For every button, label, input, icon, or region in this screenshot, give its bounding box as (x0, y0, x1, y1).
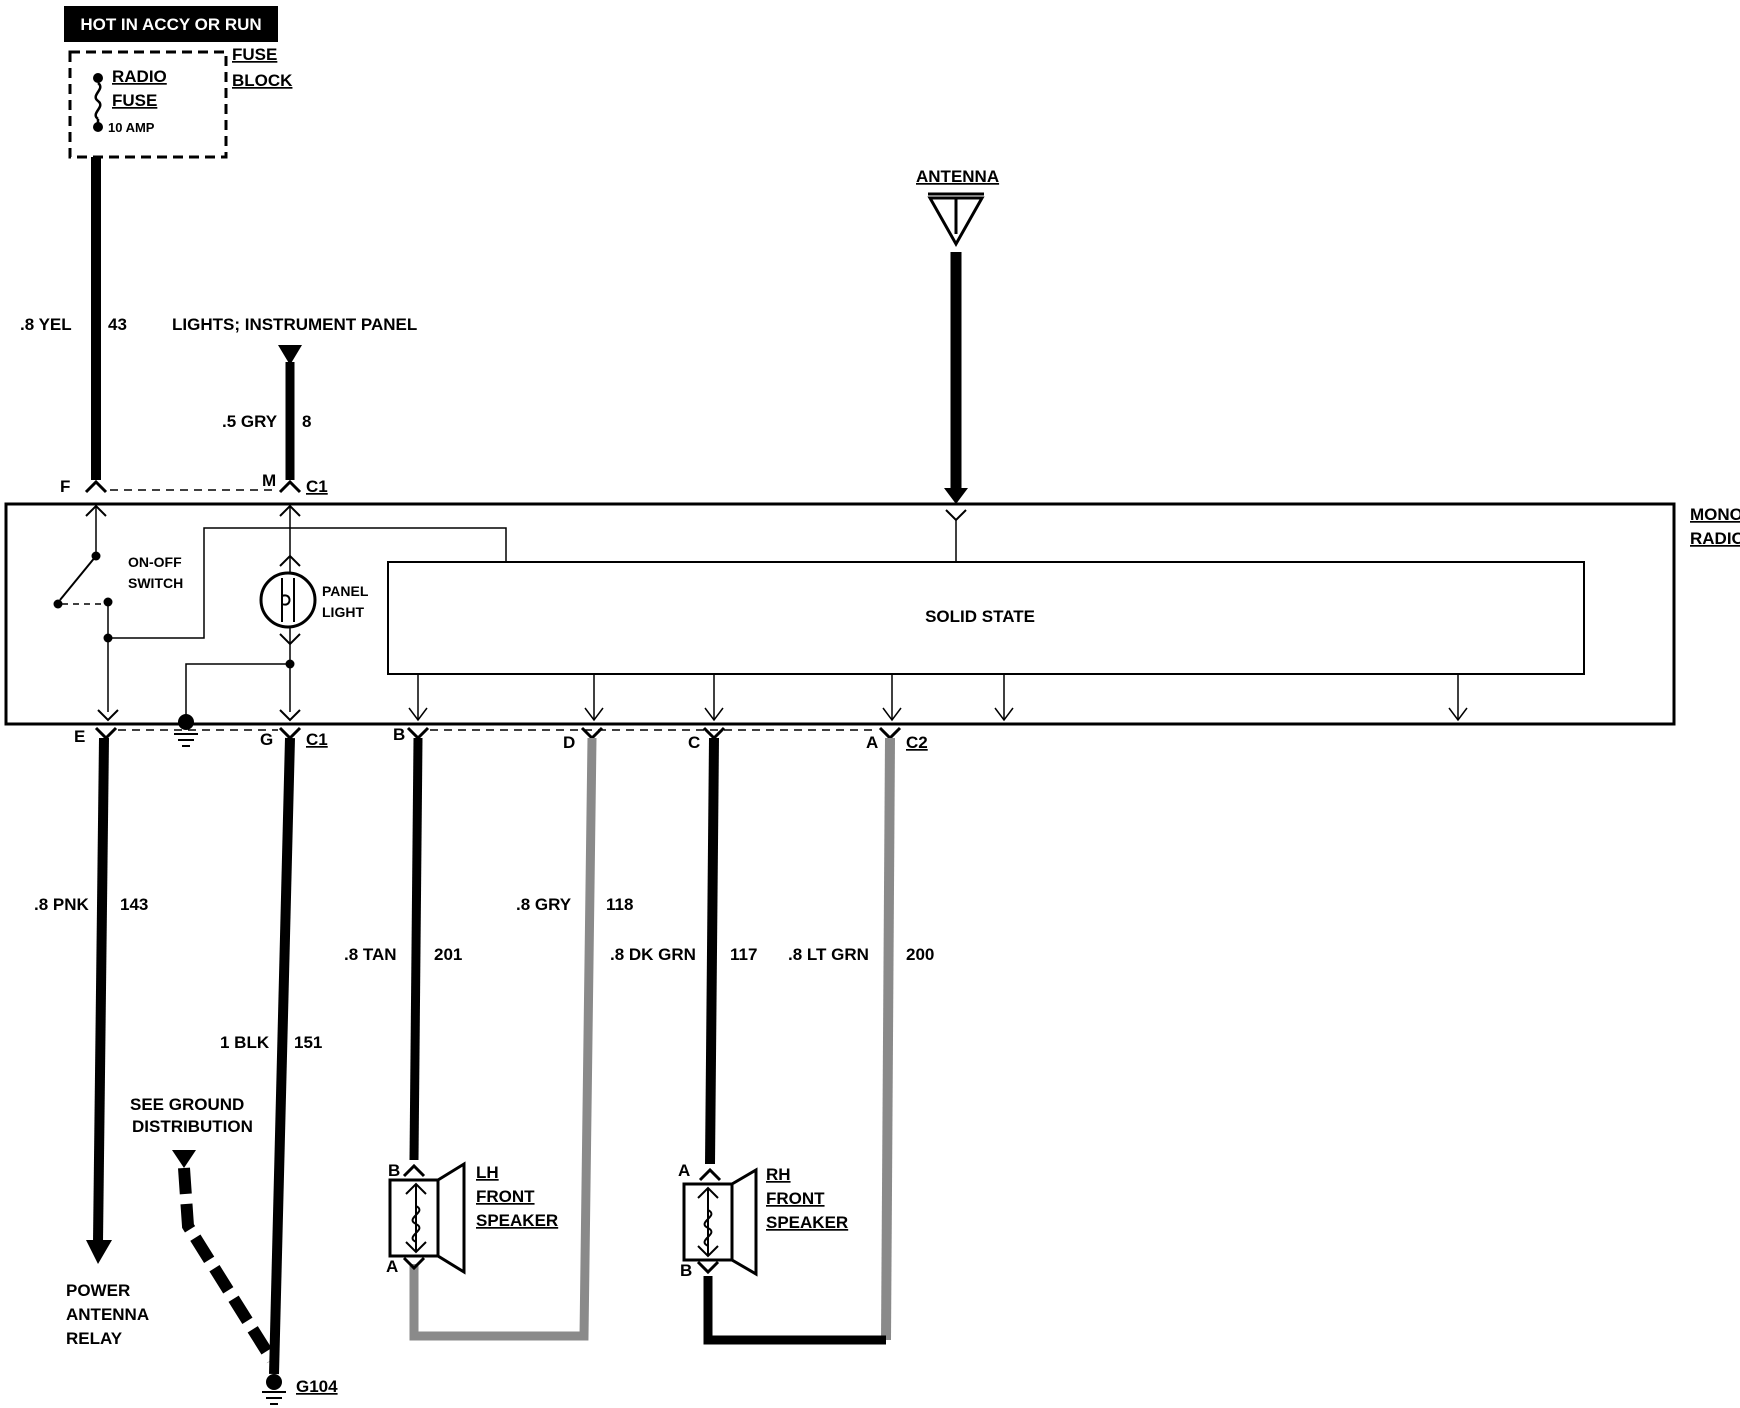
lh-speaker-pin-bottom: A (386, 1257, 398, 1276)
internal-arrow-f (85, 504, 107, 517)
wire-yel-label: .8 YEL (20, 315, 72, 334)
wire-gry-lights-circuit: 8 (302, 412, 311, 431)
internal-arrow-e (97, 709, 119, 722)
lights-source-label: LIGHTS; INSTRUMENT PANEL (172, 315, 417, 334)
power-antenna-relay-line1: POWER (66, 1281, 130, 1300)
solid-state-label: SOLID STATE (925, 607, 1035, 626)
mono-radio-label-line2: RADIO (1690, 529, 1740, 548)
ground-note-arrow-icon (172, 1150, 196, 1168)
power-label: HOT IN ACCY OR RUN (80, 15, 261, 34)
connector-c2 (406, 726, 902, 741)
pin-a-label: A (866, 733, 878, 752)
ground-note-line1: SEE GROUND (130, 1095, 244, 1114)
rh-speaker-label-line2: FRONT (766, 1189, 825, 1208)
on-off-switch-icon (53, 551, 113, 609)
pin-e-label: E (74, 727, 85, 746)
rh-front-speaker-icon (682, 1167, 758, 1277)
fuse-block-label-line1: FUSE (232, 45, 277, 64)
power-antenna-relay-line3: RELAY (66, 1329, 123, 1348)
wire-gry-label: .8 GRY (516, 895, 572, 914)
pin-d-label: D (563, 733, 575, 752)
panel-light-label-line1: PANEL (322, 583, 369, 599)
pin-f-label: F (60, 477, 70, 496)
wire-ltgrn-label: .8 LT GRN (788, 945, 869, 964)
panel-light-arrow-in (279, 554, 301, 567)
wire-ltgrn-circuit: 200 (906, 945, 934, 964)
rh-speaker-pin-bottom: B (680, 1261, 692, 1280)
c1-top-label: C1 (306, 477, 328, 496)
wire-pnk-label: .8 PNK (34, 895, 90, 914)
mono-radio-label-line1: MONO (1690, 505, 1740, 524)
wire-tan (409, 737, 423, 1161)
wire-blk-circuit: 151 (294, 1033, 322, 1052)
fuse-block-label-line2: BLOCK (232, 71, 293, 90)
rh-speaker-label-line1: RH (766, 1165, 791, 1184)
internal-wire-switched (108, 527, 507, 639)
lh-speaker-label-line2: FRONT (476, 1187, 535, 1206)
wire-pnk (93, 737, 109, 1243)
wire-dkgrn-circuit: 117 (730, 945, 757, 964)
lh-speaker-label-line3: SPEAKER (476, 1211, 558, 1230)
pin-b-label: B (393, 725, 405, 744)
c1-bottom-label: C1 (306, 730, 328, 749)
power-label-box (64, 6, 278, 42)
pin-g-label: G (260, 730, 273, 749)
mono-radio-housing (4, 502, 1676, 726)
ground-g104-icon (262, 1374, 286, 1405)
lh-front-speaker-icon (388, 1161, 466, 1275)
on-off-switch-label-line2: SWITCH (128, 575, 183, 591)
connector-c1-top (84, 479, 302, 494)
fuse-block-outline (68, 50, 228, 159)
lh-speaker-label-line1: LH (476, 1163, 499, 1182)
case-ground-icon (174, 714, 198, 747)
pin-m-label: M (262, 471, 276, 490)
internal-arrow-m (279, 504, 301, 517)
wire-gry-circuit: 118 (606, 895, 633, 914)
rh-speaker-label-line3: SPEAKER (766, 1213, 848, 1232)
panel-light-bulb-icon (259, 571, 317, 629)
wire-blk (269, 737, 295, 1375)
wire-blk-label: 1 BLK (220, 1033, 270, 1052)
wire-ltgrn (881, 737, 895, 1341)
radio-fuse-label-line1: RADIO (112, 67, 167, 86)
antenna-label: ANTENNA (916, 167, 999, 186)
wire-yel-circuit: 43 (108, 315, 127, 334)
wire-dkgrn-label: .8 DK GRN (610, 945, 696, 964)
wire-pnk-circuit: 143 (120, 895, 148, 914)
ground-g104-label: G104 (296, 1377, 338, 1396)
panel-light-label-line2: LIGHT (322, 604, 364, 620)
wire-gry-lights-label: .5 GRY (222, 412, 278, 431)
radio-fuse-label-line2: FUSE (112, 91, 157, 110)
power-antenna-relay-line2: ANTENNA (66, 1305, 149, 1324)
ground-note-line2: DISTRIBUTION (132, 1117, 253, 1136)
c2-label: C2 (906, 733, 928, 752)
on-off-switch-label-line1: ON-OFF (128, 554, 182, 570)
radio-fuse-rating: 10 AMP (108, 120, 155, 135)
wire-ltgrn-return (703, 1276, 886, 1345)
antenna-cable-arrow (944, 488, 968, 504)
solid-state-output-arrows (408, 674, 1468, 722)
wire-tan-label: .8 TAN (344, 945, 397, 964)
radio-fuse-icon (93, 73, 103, 132)
internal-arrow-g (279, 709, 301, 722)
pin-c-label: C (688, 733, 700, 752)
antenna-icon (927, 192, 985, 248)
rh-speaker-pin-top: A (678, 1161, 690, 1180)
wire-dkgrn (705, 737, 719, 1165)
wire-tan-circuit: 201 (434, 945, 462, 964)
ground-distribution-dashed-wire (178, 1167, 278, 1364)
relay-arrow-icon (86, 1240, 112, 1264)
antenna-input-jack (945, 509, 967, 522)
lights-arrow-icon (278, 345, 302, 365)
internal-wire-case-ground (185, 663, 290, 720)
lh-speaker-pin-top: B (388, 1161, 400, 1180)
wire-gry (409, 737, 597, 1341)
solid-state-module (387, 561, 1585, 675)
